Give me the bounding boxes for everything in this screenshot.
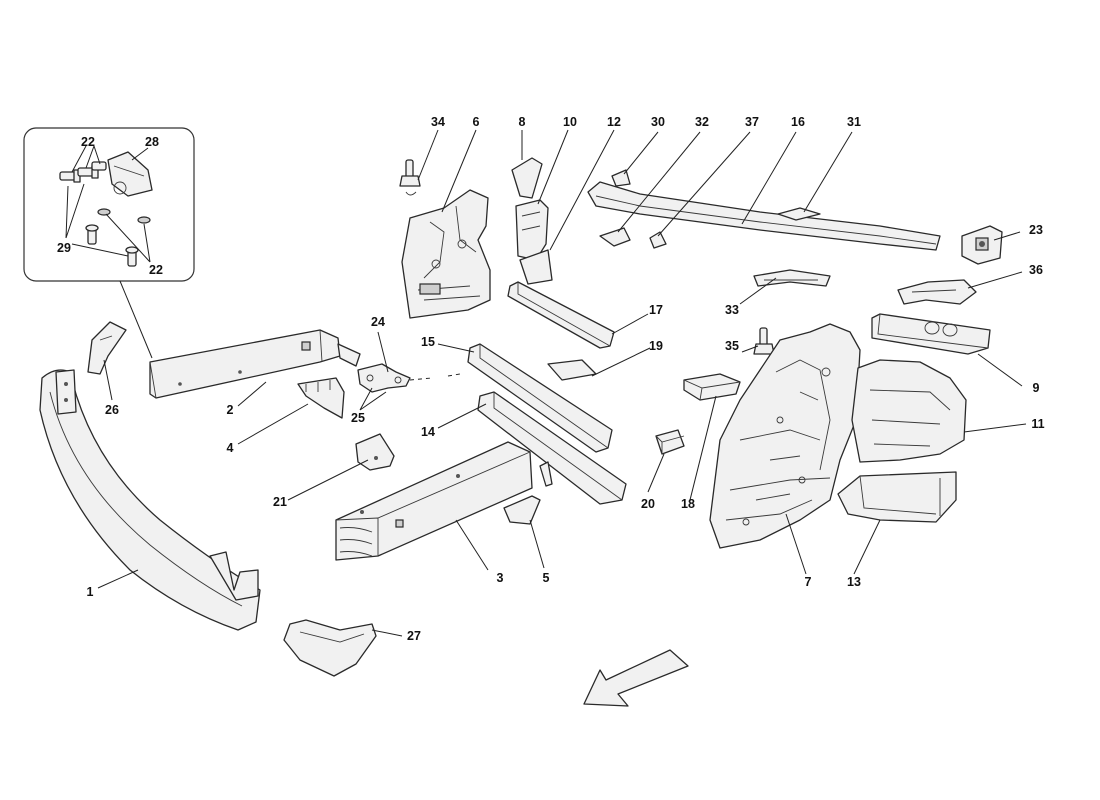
part-8-cap xyxy=(511,157,543,199)
callout-18: 18 xyxy=(681,497,695,511)
callout-15: 15 xyxy=(421,335,435,349)
part-14-lower-rail xyxy=(477,391,627,505)
part-23-bracket xyxy=(961,225,1003,265)
callout-25: 25 xyxy=(351,411,365,425)
callout-26: 26 xyxy=(105,403,119,417)
part-6-shock-tower xyxy=(401,189,491,319)
part-15-upper-rail xyxy=(467,343,613,453)
callout-1: 1 xyxy=(87,585,94,599)
part-10-bracket xyxy=(515,199,549,261)
callout-23: 23 xyxy=(1029,223,1043,237)
callout-28: 28 xyxy=(145,135,159,149)
callout-31: 31 xyxy=(847,115,861,129)
part-37-clip xyxy=(649,231,667,249)
callout-30: 30 xyxy=(651,115,665,129)
callout-16: 16 xyxy=(791,115,805,129)
part-7-side-structure xyxy=(709,323,861,549)
callout-34: 34 xyxy=(431,115,445,129)
callout-2: 2 xyxy=(227,403,234,417)
part-36-bracket xyxy=(897,279,977,305)
detail-inset xyxy=(23,127,195,359)
callout-4: 4 xyxy=(227,441,234,455)
part-2-rail xyxy=(149,329,361,399)
callout-27: 27 xyxy=(407,629,421,643)
callout-36: 36 xyxy=(1029,263,1043,277)
part-3-longitudinal xyxy=(335,441,533,561)
part-12-bracket xyxy=(519,249,553,285)
callout-20: 20 xyxy=(641,497,655,511)
callout-6: 6 xyxy=(473,115,480,129)
callout-22b: 22 xyxy=(149,263,163,277)
callout-35: 35 xyxy=(725,339,739,353)
leader-lines xyxy=(97,129,1027,637)
callout-17: 17 xyxy=(649,303,663,317)
part-30-clip xyxy=(611,169,631,187)
part-35-bolt xyxy=(753,327,775,355)
part-16-cross-member xyxy=(587,181,941,251)
callout-13: 13 xyxy=(847,575,861,589)
part-1-bumper-beam xyxy=(39,369,261,631)
part-4-bracket xyxy=(297,377,345,419)
part-19-plate xyxy=(547,359,597,381)
callout-29: 29 xyxy=(57,241,71,255)
callout-5: 5 xyxy=(543,571,550,585)
part-5-bracket xyxy=(503,495,541,525)
callout-10: 10 xyxy=(563,115,577,129)
callout-14: 14 xyxy=(421,425,435,439)
callout-33: 33 xyxy=(725,303,739,317)
part-33-plate xyxy=(753,269,831,287)
part-21-bracket xyxy=(355,433,395,471)
callout-11: 11 xyxy=(1031,417,1044,431)
part-27-bracket xyxy=(283,619,377,677)
part-34-bolt xyxy=(399,159,421,196)
part-24-hinge xyxy=(357,363,461,393)
part-9-cross-beam xyxy=(871,313,991,355)
part-17-rail xyxy=(507,281,615,349)
part-18-block xyxy=(683,373,741,401)
callout-labels: 1 2 3 4 5 6 7 8 9 10 11 12 13 14 15 16 1… xyxy=(57,115,1045,643)
arrow-down-left-icon xyxy=(583,649,689,707)
callout-21: 21 xyxy=(273,495,287,509)
callout-24: 24 xyxy=(371,315,385,329)
part-31-strip xyxy=(777,207,821,221)
callout-7: 7 xyxy=(805,575,812,589)
part-20-block xyxy=(655,429,685,455)
callout-9: 9 xyxy=(1033,381,1040,395)
callout-19: 19 xyxy=(649,339,663,353)
callout-12: 12 xyxy=(607,115,621,129)
part-32-clip xyxy=(599,227,631,247)
callout-37: 37 xyxy=(745,115,759,129)
part-13-lower-panel xyxy=(837,471,957,523)
part-11-wheel-arch xyxy=(851,359,967,463)
callout-32: 32 xyxy=(695,115,709,129)
callout-8: 8 xyxy=(519,115,526,129)
callout-22a: 22 xyxy=(81,135,95,149)
part-26-bracket xyxy=(87,321,127,375)
callout-3: 3 xyxy=(497,571,504,585)
